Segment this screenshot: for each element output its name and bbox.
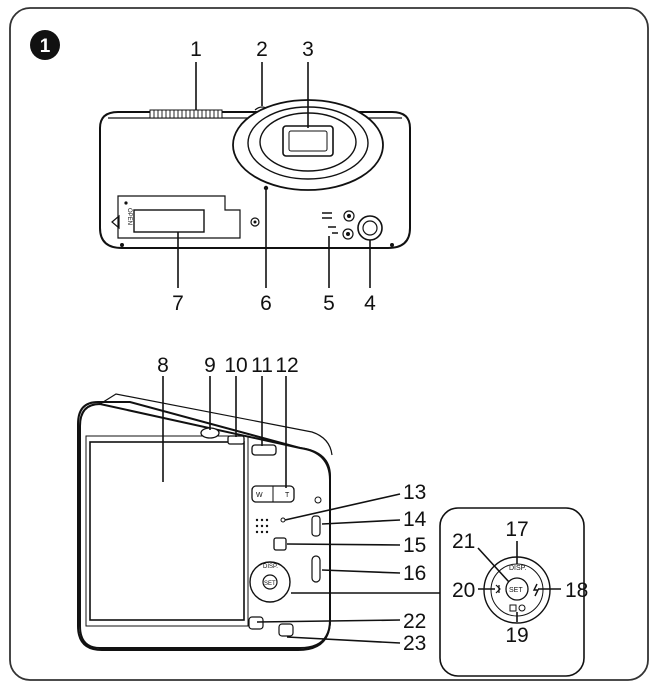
back-dpad: SET DISP.: [249, 561, 291, 603]
battery-compartment: [117, 195, 260, 239]
camera-back-view: W T SET DISP.: [77, 393, 333, 651]
mode-switch: [227, 435, 245, 445]
callout-14: 14: [403, 508, 427, 531]
callout-3: 3: [302, 38, 314, 61]
callout-8: 8: [157, 354, 169, 377]
svg-text:SET: SET: [264, 581, 276, 587]
svg-text:DISP.: DISP.: [263, 564, 278, 570]
callout-21: 21: [452, 530, 475, 553]
callout-16: 16: [403, 562, 426, 585]
callout-2: 2: [256, 38, 268, 61]
strap-eyelet: [311, 555, 321, 583]
speaker-holes: [255, 518, 269, 534]
playback-button: [273, 537, 287, 551]
svg-text:OPEN: OPEN: [126, 208, 132, 225]
callout-12: 12: [275, 354, 298, 377]
callout-9: 9: [204, 354, 216, 377]
callout-20: 20: [452, 579, 475, 602]
step-badge-number: 1: [40, 36, 51, 57]
tripod-socket: [357, 215, 383, 241]
step-badge: [30, 30, 60, 60]
callout-5: 5: [323, 292, 335, 315]
back-leader-lines: [162, 376, 470, 644]
callout-18: 18: [565, 579, 588, 602]
flash-grille: [149, 109, 223, 119]
open-latch: OPEN: [111, 201, 132, 230]
delete-button: [278, 623, 294, 637]
svg-text:SET: SET: [509, 587, 523, 594]
callout-15: 15: [403, 534, 426, 557]
zoom-buttons: W T: [251, 485, 295, 503]
callout-11: 11: [251, 354, 273, 377]
callout-19: 19: [505, 624, 528, 647]
callout-22: 22: [403, 610, 426, 633]
callout-10: 10: [224, 354, 247, 377]
svg-text:DISP.: DISP.: [509, 565, 526, 572]
figure-frame: [9, 7, 649, 681]
camera-front-view: OPEN: [99, 99, 411, 249]
callout-17: 17: [505, 518, 528, 541]
microphone: [263, 185, 269, 191]
menu-button: [248, 616, 264, 630]
callout-1: 1: [190, 38, 202, 61]
speaker: [322, 210, 355, 240]
callout-4: 4: [364, 292, 376, 315]
callout-13: 13: [403, 481, 426, 504]
usb-port: [311, 515, 321, 537]
dpad-leader-lines: [477, 541, 561, 622]
shutter-button-top: [251, 444, 277, 456]
lcd-screen: [89, 441, 245, 621]
svg-text:T: T: [285, 492, 290, 499]
front-leader-lines: [177, 62, 371, 288]
callout-7: 7: [172, 292, 184, 315]
callout-23: 23: [403, 632, 426, 655]
svg-text:W: W: [256, 492, 263, 499]
callout-6: 6: [260, 292, 272, 315]
callout-labels: 1 2 3 4 5 6 7 8 9 10 11 12 13 14 15 16 1…: [157, 38, 588, 655]
